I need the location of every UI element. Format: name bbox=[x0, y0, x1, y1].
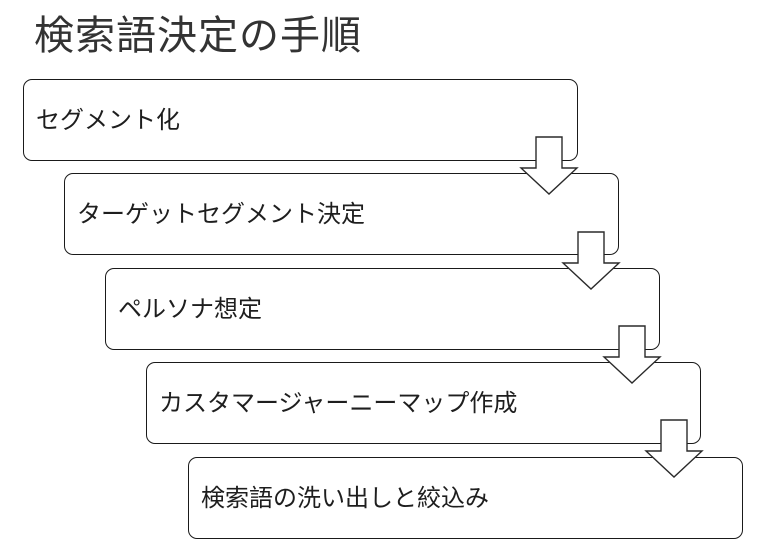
step-label: ターゲットセグメント決定 bbox=[77, 200, 365, 228]
step-label: セグメント化 bbox=[36, 106, 180, 134]
page-title: 検索語決定の手順 bbox=[34, 13, 362, 59]
step-box-search-terms: 検索語の洗い出しと絞込み bbox=[188, 457, 743, 539]
down-arrow-icon bbox=[561, 231, 621, 290]
step-label: ペルソナ想定 bbox=[118, 295, 262, 323]
down-arrow-icon bbox=[644, 419, 704, 478]
step-label: 検索語の洗い出しと絞込み bbox=[201, 484, 489, 512]
step-box-segmentation: セグメント化 bbox=[23, 79, 578, 161]
down-arrow-icon bbox=[602, 325, 662, 384]
step-box-customer-journey-map: カスタマージャーニーマップ作成 bbox=[146, 362, 701, 444]
step-box-target-segment: ターゲットセグメント決定 bbox=[64, 173, 619, 255]
step-label: カスタマージャーニーマップ作成 bbox=[159, 389, 518, 417]
step-box-persona: ペルソナ想定 bbox=[105, 268, 660, 350]
down-arrow-icon bbox=[519, 136, 579, 195]
